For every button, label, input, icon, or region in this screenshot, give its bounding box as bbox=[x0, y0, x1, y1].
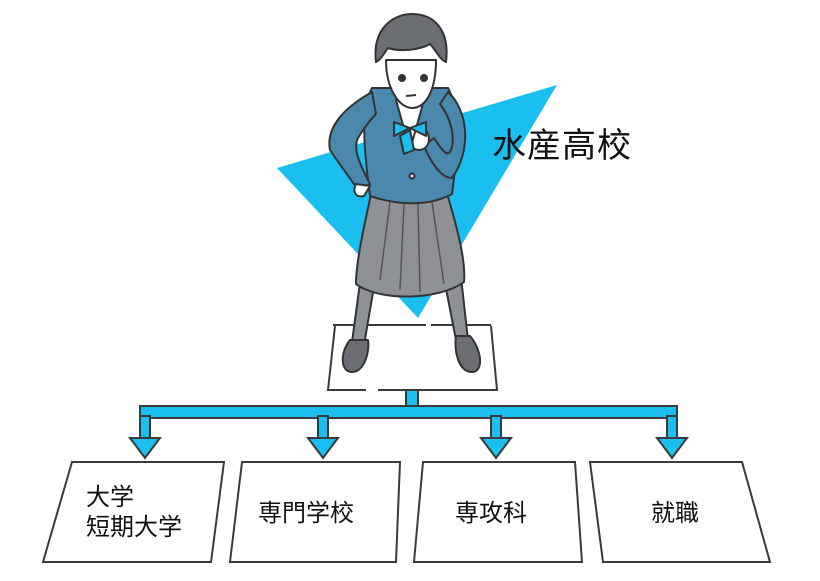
arrow-head-advanced-course bbox=[479, 415, 513, 460]
destination-label-vocational-school: 専門学校 bbox=[258, 498, 354, 528]
arrow-head-employment bbox=[655, 415, 689, 460]
flow-arrow-bar bbox=[139, 405, 678, 419]
arrow-head-vocational-school bbox=[306, 415, 340, 460]
arrow-head-university bbox=[128, 415, 162, 460]
destination-line: 専攻科 bbox=[455, 499, 527, 527]
destination-line: 大学 bbox=[86, 483, 134, 511]
destination-line: 専門学校 bbox=[258, 499, 354, 527]
flow-arrows bbox=[128, 389, 689, 460]
destination-line: 就職 bbox=[651, 499, 699, 527]
destination-label-employment: 就職 bbox=[651, 498, 699, 528]
flow-arrow-trunk bbox=[405, 389, 419, 407]
box-advanced-course bbox=[412, 461, 584, 563]
destination-label-university: 大学 短期大学 bbox=[86, 482, 182, 542]
origin-label: 水産高校 bbox=[492, 126, 632, 166]
box-vocational-school bbox=[228, 461, 402, 563]
box-employment bbox=[588, 461, 772, 563]
destination-label-advanced-course: 専攻科 bbox=[455, 498, 527, 528]
destination-line: 短期大学 bbox=[86, 513, 182, 541]
box-university bbox=[41, 461, 226, 563]
student-figure bbox=[328, 13, 481, 373]
